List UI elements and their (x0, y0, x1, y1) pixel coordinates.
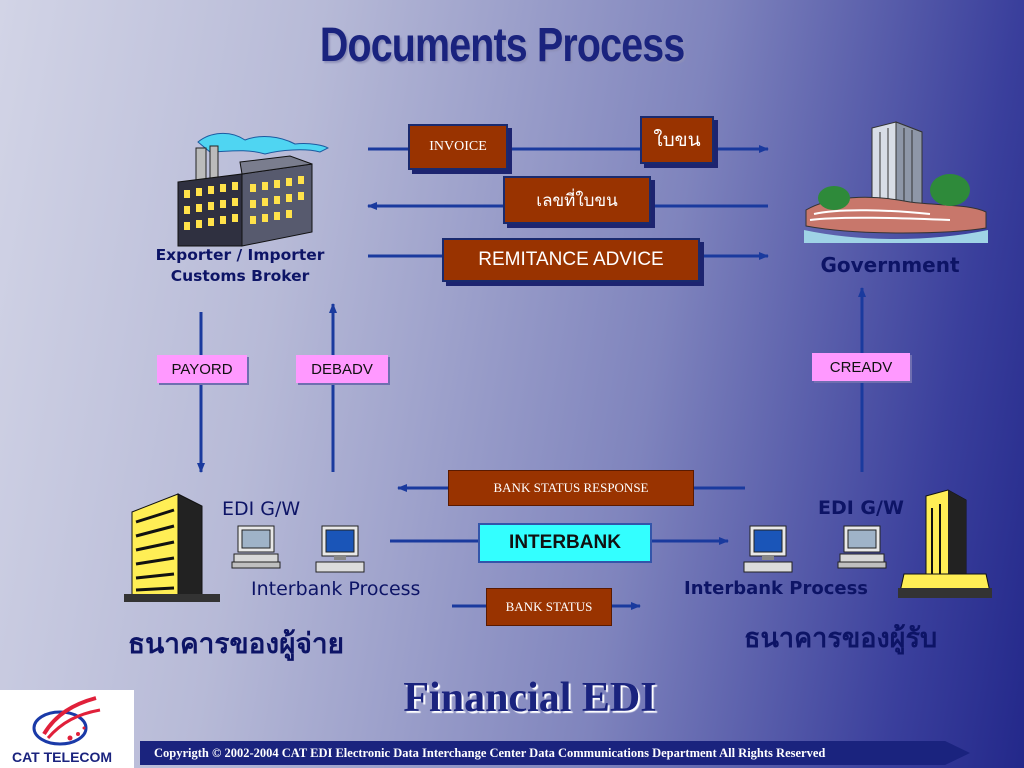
footer-copyright-text: Copyrigth © 2002-2004 CAT EDI Electronic… (154, 745, 826, 760)
exporter-label: Exporter / Importer Customs Broker (130, 245, 350, 287)
payer-computer-icon-1 (231, 525, 281, 569)
cat-telecom-logo (32, 696, 101, 746)
bai-khon-box: ใบขน (640, 116, 714, 164)
exporter-label-line2: Customs Broker (170, 267, 310, 285)
payee-bank-label: ธนาคารของผู้รับ (744, 623, 938, 654)
remitance-advice-box: REMITANCE ADVICE (442, 238, 700, 282)
payee-computer-icon-2 (837, 525, 887, 569)
creadv-box: CREADV (812, 353, 910, 381)
payee-bank-building-icon (898, 489, 992, 598)
government-label: Government (820, 253, 960, 277)
interbank-box: INTERBANK (478, 523, 652, 563)
debadv-box: DEBADV (296, 355, 388, 383)
exporter-label-line1: Exporter / Importer (155, 246, 325, 264)
invoice-box: INVOICE (408, 124, 508, 170)
page-title: Documents Process (319, 19, 685, 72)
logo-text: CAT TELECOM (12, 749, 113, 765)
payer-bank-building-icon (124, 493, 220, 602)
factory-icon (177, 133, 329, 247)
payer-edi-gw-label: EDI G/W (222, 498, 301, 520)
payer-bank-label: ธนาคารของผู้จ่าย (128, 627, 345, 660)
lek-thi-bai-khon-box: เลขที่ใบขน (503, 176, 651, 224)
bank-status-box: BANK STATUS (486, 588, 612, 626)
payer-computer-icon-2 (315, 525, 365, 573)
payee-interbank-process-label: Interbank Process (684, 578, 869, 599)
bank-status-response-box: BANK STATUS RESPONSE (448, 470, 694, 506)
payee-computer-icon-1 (743, 525, 793, 573)
logo-background (0, 690, 134, 768)
subtitle-financial-edi: Financial EDI (403, 675, 657, 721)
footer-copyright: Copyrigth © 2002-2004 CAT EDI Electronic… (140, 741, 970, 765)
payer-interbank-process-label: Interbank Process (251, 578, 421, 600)
payord-box: PAYORD (157, 355, 247, 383)
payee-edi-gw-label: EDI G/W (818, 497, 904, 519)
government-building-icon (804, 121, 988, 243)
